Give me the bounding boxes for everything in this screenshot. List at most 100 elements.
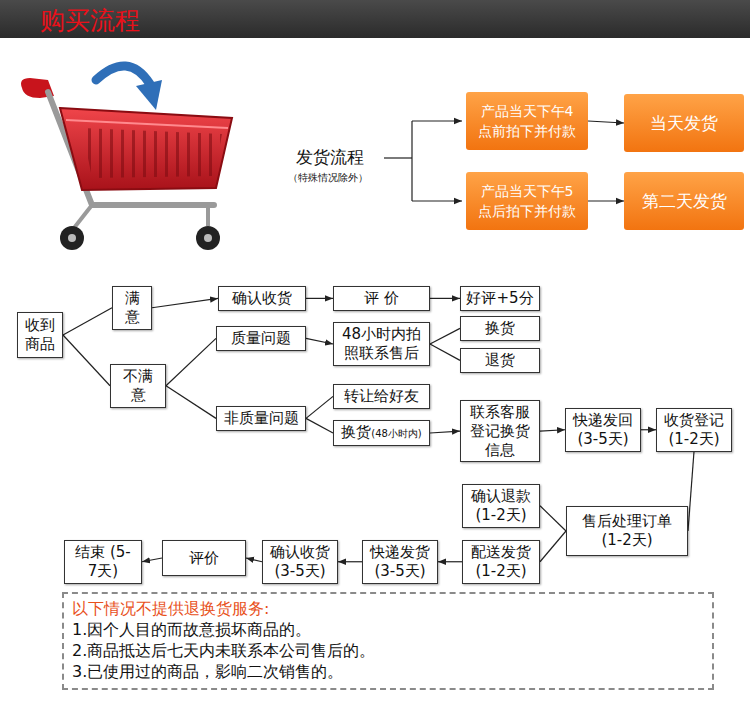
- flow-connector: [430, 328, 460, 344]
- flow-connector: [540, 430, 565, 431]
- process-box: 收到商品: [17, 312, 63, 358]
- node-text: 换货: [341, 423, 371, 442]
- process-box: 确认收货: [218, 286, 306, 311]
- process-box: 质量问题: [216, 326, 306, 351]
- order-box: 产品当天下午5点后拍下并付款: [466, 172, 588, 230]
- node-text: 快递发回 (3-5天): [571, 411, 635, 449]
- bracket-line: [411, 121, 412, 201]
- node-text: 收到商品: [23, 316, 57, 354]
- process-box: 快递发回 (3-5天): [565, 408, 641, 452]
- process-box: 确认退款 (1-2天): [462, 484, 540, 528]
- flow-connector: [246, 558, 262, 562]
- header-bar: 购买流程: [0, 0, 750, 38]
- process-box: 非质量问题: [216, 406, 306, 431]
- wheel-hub: [204, 234, 212, 242]
- node-text: 确认退款 (1-2天): [468, 487, 534, 525]
- process-box: 换货: [460, 316, 540, 341]
- page-title: 购买流程: [40, 4, 140, 37]
- node-text: 第二天发货: [642, 189, 727, 214]
- flow-connector: [588, 200, 624, 201]
- node-text: 满意: [118, 289, 146, 327]
- node-text: 2.商品抵达后七天内未联系本公司售后的。: [72, 641, 375, 662]
- node-text: 快递发货 (3-5天): [368, 543, 432, 581]
- node-text: 换货: [485, 319, 515, 338]
- process-box: 快递发货 (3-5天): [362, 540, 438, 584]
- flow-connector: [430, 298, 460, 299]
- flow-connector: [306, 298, 333, 299]
- process-box: 好评+5分: [460, 286, 540, 311]
- process-box: 评价: [162, 540, 246, 576]
- process-box: 不满意: [110, 364, 166, 408]
- cart-leg: [206, 205, 210, 226]
- flow-connector: [540, 531, 566, 562]
- node-text: 转让给好友: [344, 387, 419, 406]
- node-text: 1.因个人目的而故意损坏商品的。: [72, 620, 311, 641]
- node-text: 确认收货 (3-5天): [268, 543, 332, 581]
- process-box: 确认收货 (3-5天): [262, 540, 338, 584]
- node-text: 结束 (5-7天): [70, 543, 136, 581]
- node-text: 当天发货: [650, 111, 718, 136]
- node-text: 售后处理订单 (1-2天): [572, 512, 682, 550]
- node-text: 质量问题: [231, 329, 291, 348]
- flow-connector: [540, 506, 566, 531]
- node-text: 好评+5分: [466, 289, 533, 308]
- notice-box: 以下情况不提供退换货服务:1.因个人目的而故意损坏商品的。2.商品抵达后七天内未…: [62, 592, 714, 690]
- flow-connector: [142, 558, 162, 562]
- flow-connector: [306, 396, 333, 418]
- node-text: 配送发货 (1-2天): [468, 543, 534, 581]
- flow-label: 发货流程: [296, 146, 364, 169]
- flow-connector: [430, 431, 460, 433]
- node-text: 退货: [485, 351, 515, 370]
- node-text: 联系客服登记换货信息: [466, 403, 534, 459]
- wheel-hub: [68, 234, 76, 242]
- order-box: 第二天发货: [624, 172, 744, 230]
- process-box: 结束 (5-7天): [64, 540, 142, 584]
- flow-connector: [166, 338, 216, 385]
- node-text: 确认收货: [232, 289, 292, 308]
- order-box: 产品当天下午4点前拍下并付款: [466, 92, 588, 150]
- flow-connector: [338, 561, 362, 562]
- node-text: (48小时内): [371, 428, 422, 441]
- node-text: 以下情况不提供退换货服务:: [72, 599, 269, 620]
- bracket-arrow: [412, 200, 462, 201]
- cart-basket: [60, 108, 232, 190]
- process-box: 48小时内拍照联系售后: [333, 322, 430, 366]
- bracket-line: [384, 157, 412, 158]
- node-text: 非质量问题: [224, 409, 299, 428]
- process-box: 满意: [112, 286, 152, 330]
- flow-connector: [166, 386, 216, 419]
- node-text: 不满意: [116, 367, 160, 405]
- flow-label: （特殊情况除外）: [288, 171, 368, 185]
- flow-connector: [63, 308, 112, 335]
- node-text: 收货登记 (1-2天): [662, 411, 726, 449]
- flow-connector: [588, 121, 624, 123]
- flow-connector: [306, 418, 333, 433]
- cart-leg: [74, 205, 92, 228]
- process-box: 售后处理订单 (1-2天): [566, 506, 688, 556]
- cart-wheel: [60, 226, 84, 250]
- process-box: 联系客服登记换货信息: [460, 400, 540, 462]
- node-text: 评 价: [364, 289, 399, 308]
- basket-rim: [66, 120, 228, 128]
- flow-connector: [430, 344, 460, 360]
- node-text: 评价: [189, 549, 219, 568]
- flow-connector: [438, 561, 462, 562]
- process-box: 评 价: [333, 286, 430, 311]
- cart-wheel: [196, 226, 220, 250]
- node-text: 48小时内拍照联系售后: [339, 325, 424, 363]
- bracket-arrow: [412, 120, 462, 121]
- order-box: 当天发货: [624, 94, 744, 152]
- process-box: 换货(48小时内): [333, 420, 430, 446]
- process-box: 收货登记 (1-2天): [656, 408, 732, 452]
- process-box: 退货: [460, 348, 540, 373]
- node-text: 3.已使用过的商品，影响二次销售的。: [72, 662, 343, 683]
- flow-connector: [152, 298, 218, 307]
- flow-connector: [688, 452, 694, 532]
- process-box: 配送发货 (1-2天): [462, 540, 540, 584]
- drop-arrow: [96, 66, 150, 84]
- flow-connector: [63, 335, 110, 386]
- flow-connector: [306, 338, 333, 344]
- node-text: 产品当天下午4点前拍下并付款: [475, 101, 579, 142]
- flow-connector: [641, 429, 656, 430]
